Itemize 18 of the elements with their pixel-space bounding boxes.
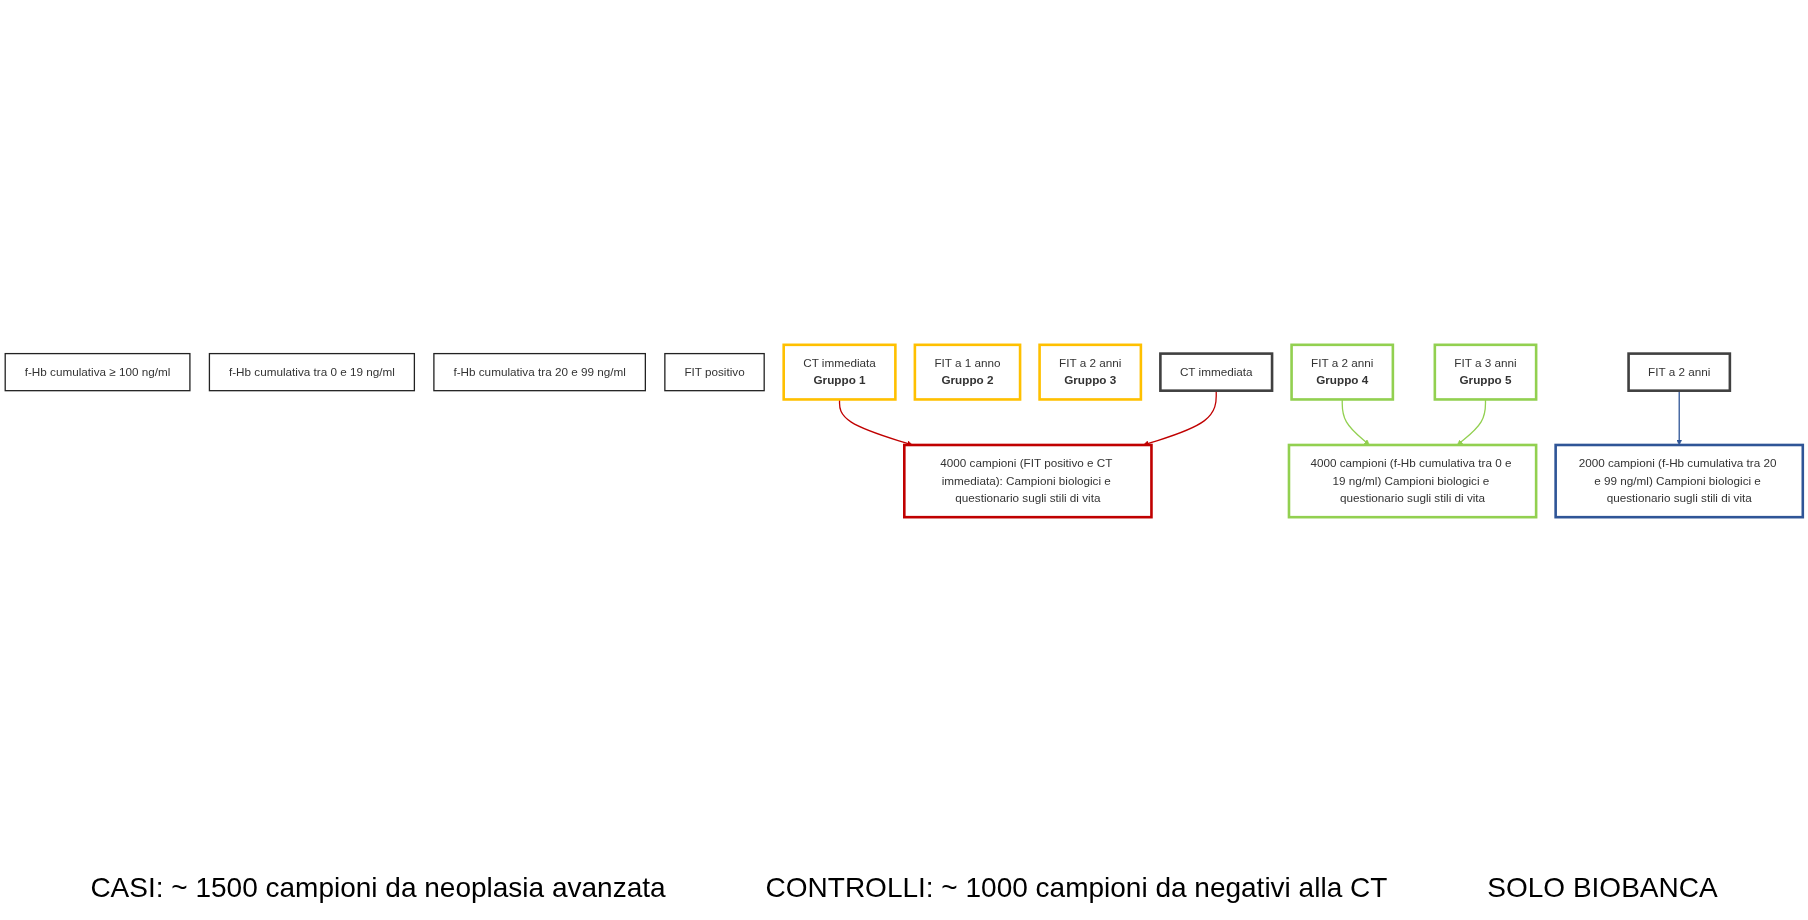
node-box: FIT a 2 anni bbox=[1627, 352, 1732, 392]
note-text: CASI: ~ 1500 campioni da neoplasia avanzata bbox=[90, 872, 666, 904]
node-box: 4000 campioni (f-Hb cumulativa tra 0 e 19 ng/ml) Campioni biologici e questionario sugli stili di vita bbox=[1287, 443, 1538, 519]
node-box: FIT a 3 anni Gruppo 5 bbox=[1433, 343, 1538, 401]
arrow bbox=[1143, 390, 1217, 447]
note-text: CONTROLLI: ~ 1000 campioni da negativi alla CT bbox=[765, 872, 1388, 904]
note-text: SOLO BIOBANCA bbox=[1487, 872, 1718, 904]
node-box: f-Hb cumulativa tra 20 e 99 ng/ml bbox=[433, 352, 646, 392]
node-box: 2000 campioni (f-Hb cumulativa tra 20 e 99 ng/ml) Campioni biologici e questionario sugli stili di vita bbox=[1554, 443, 1805, 519]
node-box: 4000 campioni (FIT positivo e CT immediata): Campioni biologici e questionario sugli stili di vita bbox=[903, 443, 1153, 519]
node-box: f-Hb cumulativa ≥ 100 ng/ml bbox=[4, 352, 191, 392]
node-box: CT immediata bbox=[1159, 352, 1274, 392]
node-box: FIT positivo bbox=[664, 352, 765, 392]
node-box: FIT a 2 anni Gruppo 3 bbox=[1038, 343, 1143, 401]
node-box: FIT a 1 anno Gruppo 2 bbox=[913, 343, 1022, 401]
node-box: CT immediata Gruppo 1 bbox=[782, 343, 897, 401]
node-box: FIT a 2 anni Gruppo 4 bbox=[1290, 343, 1395, 401]
node-box: f-Hb cumulativa tra 0 e 19 ng/ml bbox=[208, 352, 416, 392]
